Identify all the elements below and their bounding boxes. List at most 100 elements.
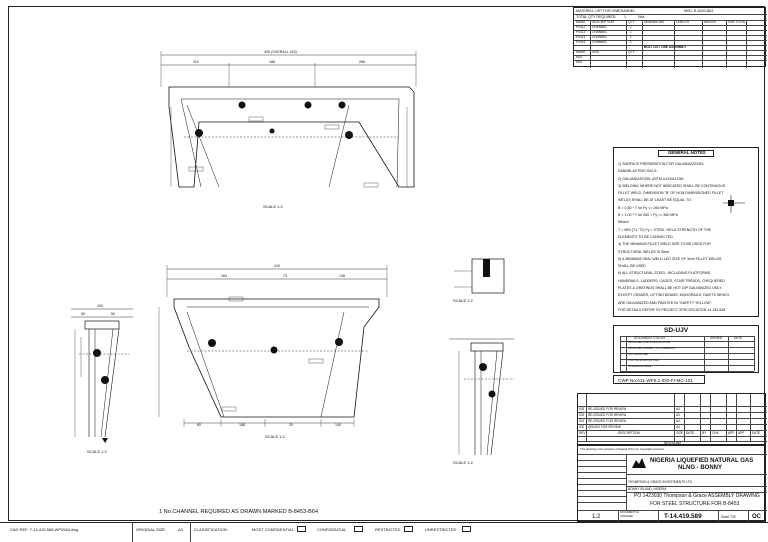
material-table: MATERIAL LIST FOR ONE CHANNEL MKD: B-845… <box>573 7 767 68</box>
rev-size: A4 <box>676 425 680 429</box>
note-line: B = 1.00 * T for 260 < Fy <= 360 MPa <box>618 213 678 218</box>
notes-title-box <box>658 150 714 157</box>
required-note: 1 No.CHANNEL REQUIRED AS DRAWN MARKED B-… <box>159 509 319 515</box>
bolt-header: BOLT LIST ONE ASSEMBLY <box>644 45 687 49</box>
confidential-label: CONFIDENTIAL <box>317 527 347 532</box>
unrestricted-checkbox[interactable] <box>462 526 471 532</box>
view1-dim: 186 <box>269 60 275 64</box>
rev-code: 003 <box>579 407 585 411</box>
original-size-val: A3 <box>178 527 183 532</box>
general-notes: GENERAL NOTES 1) SURFACE PREPARATION FOR… <box>613 147 759 317</box>
note-line: 4) THE MINIMUM FILLET WELD SIZE TO BE US… <box>618 242 711 247</box>
material-header-val: CHANNEL <box>618 9 636 13</box>
note-line: 6) ALL STRUCTURAL STEEL, INCLUDING PLATF… <box>618 271 712 276</box>
mat-col-sub: SUB TOTAL <box>728 20 746 24</box>
title-block: This drawing is the property of Nigeria … <box>577 445 767 523</box>
scale-value: 1:2 <box>592 514 601 520</box>
mat-row-desc: CHANNEL <box>592 25 608 29</box>
note-line: STRUCTURAL WELDS IS 5mm. <box>618 249 671 254</box>
sd-row: FOR INFORMATION ONLY <box>628 359 660 362</box>
note-line: HANDRAILS, LADDERS, CAGES, STAIR TREADS,… <box>618 278 725 283</box>
note-line: SANDBLASTING SA2.5 <box>618 169 657 174</box>
rev-desc: RE-ISSUED FOR REVIEW <box>588 407 627 411</box>
client-logo <box>631 456 647 470</box>
rev-size: A4 <box>676 419 680 423</box>
most-confidential-checkbox[interactable] <box>297 526 306 532</box>
disclaimer: This drawing is the property of Nigeria … <box>580 447 665 451</box>
rev-desc: RE-ISSUED FOR REVIEW <box>588 413 627 417</box>
view4-scale: SCALE 1:2 <box>453 298 473 303</box>
view2-scale: SCALE 1:2 <box>265 434 285 439</box>
material-qty-val: 1 <box>624 15 626 19</box>
view2-bottom-dim: 140 <box>335 423 341 427</box>
sd-row: APPROVED FOR CONSTRUCTION <box>628 341 671 344</box>
original-size-label: ORIGINAL SIZE: <box>136 527 167 532</box>
rev-col: DESCRIPTION <box>618 431 640 435</box>
mat-col-wt: WEIGHT <box>704 20 717 24</box>
rev-size: A4 <box>676 413 680 417</box>
view1-drawing <box>71 51 745 456</box>
sheet-number: Sheet 733 <box>721 515 736 519</box>
note-line: 3) WELDING WHERE NOT INDICATED SHALL BE … <box>618 183 726 188</box>
confidential-checkbox[interactable] <box>354 526 363 532</box>
revision-table: 003 RE-ISSUED FOR REVIEW A4 002 RE-ISSUE… <box>577 393 767 445</box>
classification-label: CLASSIFICATION: <box>194 527 228 532</box>
mat-col-len: LENGTH <box>676 20 689 24</box>
rev-label: REVISIONS <box>664 441 682 445</box>
rev-col: BY <box>702 431 707 435</box>
rev-code: 002 <box>579 413 585 417</box>
view1-dim: 110 <box>193 60 199 64</box>
view1-dim: 265 <box>359 60 365 64</box>
view1-scale: SCALE 1:2 <box>263 204 283 209</box>
mat-row-desc: CHANNEL <box>592 35 608 39</box>
rev-desc: ISSUED FOR REVIEW <box>588 425 621 429</box>
cad-ref: CAD REF: T-14.419.589-WP2064.dwg <box>10 527 79 532</box>
view1-overall-dim: 425 (OVERALL 415) <box>264 50 297 54</box>
note-line: ELEMENTS TO BE CONNECTED. <box>618 234 674 239</box>
rev-code: OC <box>752 514 761 520</box>
material-header: MATERIAL LIST FOR ONE <box>576 9 620 13</box>
sd-ujv-title: SD-UJV <box>664 327 689 334</box>
sd-row: INTERFACE ISSUE <box>628 365 652 368</box>
mat-col-qty: QTY <box>628 20 635 24</box>
view5-scale: SCALE 1:2 <box>453 460 473 465</box>
rev-col: APP <box>728 431 735 435</box>
sd-col: SIGNED <box>710 336 723 340</box>
rev-code: 001 <box>579 419 585 423</box>
note-line: SHALL BE USED <box>618 264 647 269</box>
mat-col-desc: DESCRIPTION <box>592 20 614 24</box>
rev-col: CHK <box>712 431 719 435</box>
contractor: THOMPSON & GRACE INVESTMENTS LTD <box>628 480 692 484</box>
restricted-checkbox[interactable] <box>404 526 413 532</box>
drawing-number: T-14.419.589 <box>664 513 702 520</box>
bolt-row: M20 <box>576 60 583 64</box>
note-line: Where: <box>618 220 630 225</box>
note-line: B = 0.50 * T for Fy <= 260 MPa <box>618 205 668 210</box>
view2-dim: 148 <box>339 274 345 278</box>
cwp-number: CWP No:A11-WP6.1-020-FI-MC-101 <box>618 378 693 383</box>
material-mark: MKD: B-8453-B64 <box>684 9 714 13</box>
sd-row: APPROVED SUBJECT TO COMMENTS <box>628 347 675 350</box>
sd-ujv-box: SD-UJV DOCUMENT STATUS SIGNED DATE APPRO… <box>613 325 759 373</box>
rev-code: 000 <box>579 425 585 429</box>
client-name: NIGERIA LIQUEFIED NATURAL GAS <box>650 458 754 464</box>
doc-no-label: DOCUMENT No. <box>620 511 640 514</box>
mat-row-qty: 1 <box>630 35 632 39</box>
note-line: EXCEPT CRANES, LIFTING BEAMS, MONORAILS,… <box>618 293 730 298</box>
rev-col: SIZE <box>676 431 684 435</box>
rev-col: DATE <box>752 431 761 435</box>
note-line: FOR DETAILS REFER TO PROJECT SPECIFICATI… <box>618 307 726 312</box>
mat-col-mark: MARK <box>576 20 586 24</box>
mat-col-dim: DIMENSIONS <box>644 20 665 24</box>
note-line: 5) A MINIMUM SEAL WELD LEG SIZE OF 3mm F… <box>618 256 722 261</box>
cwp-box: CWP No:A11-WP6.1-020-FI-MC-101 <box>613 375 705 384</box>
bolt-row: M20 <box>576 55 583 59</box>
view3-dim: 50 <box>111 312 115 316</box>
rev-col: REV <box>579 431 586 435</box>
mat-row-qty: 1 <box>630 25 632 29</box>
client-name-2: NLNG - BONNY <box>678 465 722 471</box>
location: BONNY ISLAND, NIGERIA <box>628 487 667 491</box>
drawing-sheet: MATERIAL LIST FOR ONE CHANNEL MKD: B-845… <box>8 6 767 523</box>
note-line: FILLET WELD. DIMENSION "B" OF NON DIMENS… <box>618 191 724 196</box>
view2-dim: 73 <box>283 274 287 278</box>
